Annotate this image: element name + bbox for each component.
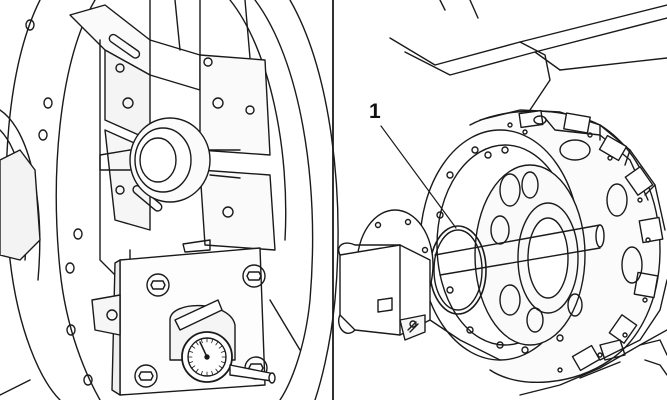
gauge-tick — [220, 350, 225, 353]
top-cover-frame — [389, 0, 667, 111]
central-bore — [99, 117, 241, 203]
right-panel-assembly-view — [338, 0, 667, 396]
gauge-tick — [218, 365, 223, 369]
callout-leader-line — [380, 125, 457, 229]
gauge-tick — [220, 361, 225, 364]
ring-small-holes — [507, 122, 651, 373]
gauge-tick — [189, 361, 194, 364]
disc-oval-cutouts — [490, 171, 583, 333]
drive-shaft — [434, 224, 605, 276]
right-ring-band — [229, 0, 339, 401]
motor-body — [338, 242, 431, 341]
disc-bolt-holes — [436, 146, 564, 354]
left-panel-detail-view — [0, 0, 339, 401]
gauge-tick — [215, 341, 219, 346]
housing-holes — [115, 57, 255, 218]
gauge-tick — [195, 368, 199, 373]
ring-teeth — [518, 109, 664, 372]
lower-mechanism — [429, 319, 667, 396]
ring-bolt-holes — [11, 19, 93, 386]
inner-hub — [0, 149, 41, 261]
gauge-tick — [218, 345, 223, 349]
turret-disc — [419, 129, 586, 361]
gauge-tick — [215, 368, 219, 373]
gauge-tick — [191, 345, 196, 349]
gauge-tick — [211, 370, 214, 375]
gauge-tick — [191, 365, 196, 369]
gauge-ticks — [188, 338, 226, 376]
gauge-tick — [211, 339, 214, 344]
ring-ovals — [533, 115, 643, 284]
gauge-tick — [195, 341, 199, 346]
gauge-tick — [200, 339, 203, 344]
lower-edge — [0, 299, 301, 396]
dial-indicator-gauge — [174, 299, 276, 384]
callout-number: 1 — [369, 100, 381, 123]
gauge-tick — [189, 350, 194, 353]
gauge-tick — [200, 370, 203, 375]
